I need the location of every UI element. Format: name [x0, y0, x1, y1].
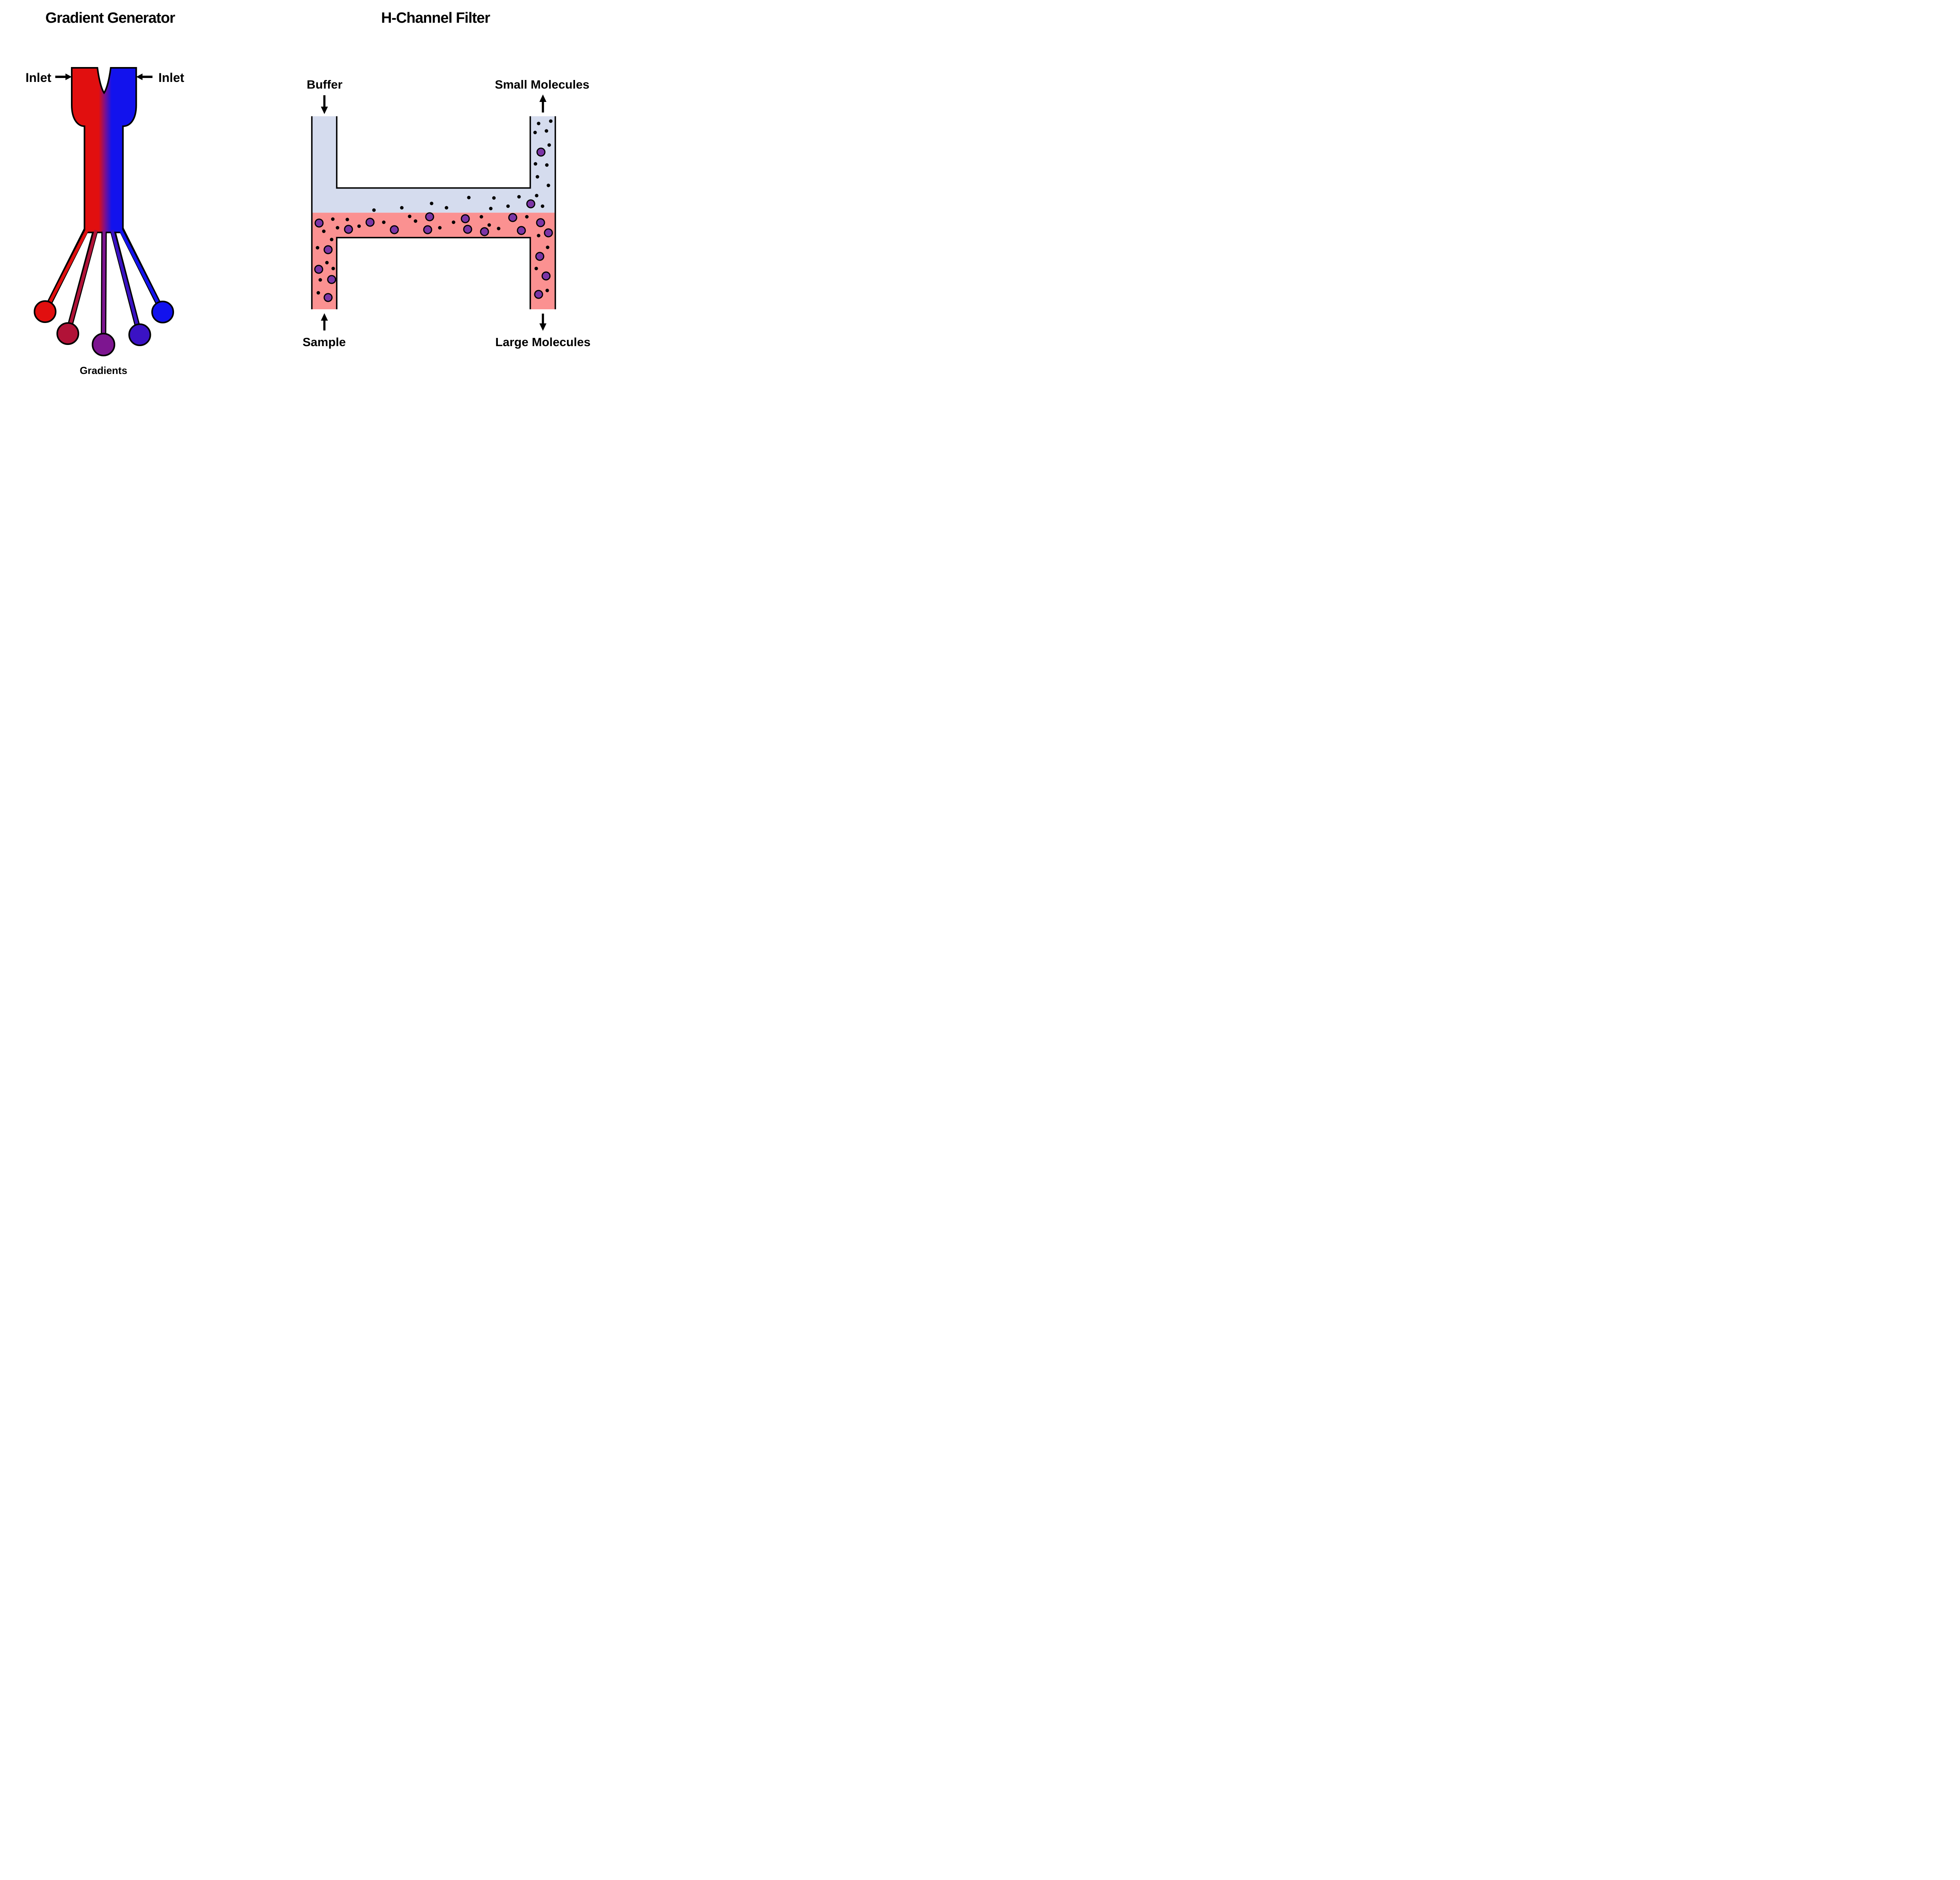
outlet-branch-fluids [44, 229, 164, 345]
right-panel-title: H-Channel Filter [381, 10, 490, 26]
small-molecules-label: Small Molecules [495, 78, 590, 91]
y-channel-body [71, 67, 137, 233]
sample-label: Sample [302, 335, 346, 349]
large-molecule-dots [314, 147, 553, 302]
gradient-generator-shape [34, 67, 174, 356]
inlet-left-label: Inlet [25, 71, 51, 85]
gradients-label: Gradients [80, 365, 127, 376]
inlet-right-label: Inlet [158, 71, 184, 85]
h-channel-walls [311, 116, 556, 309]
sample-arrow [321, 313, 328, 330]
large-molecules-label: Large Molecules [495, 335, 591, 349]
diagram-canvas [34, 67, 556, 356]
small-molecules-arrow [539, 94, 546, 113]
outlet-reservoirs [34, 300, 174, 356]
microfluidics-diagram: Gradient Generator H-Channel Filter Inle… [0, 0, 606, 388]
inlet-right-arrow [136, 73, 152, 80]
left-panel-title: Gradient Generator [45, 10, 175, 26]
buffer-arrow [321, 95, 328, 114]
h-channel-shape [311, 94, 556, 331]
inlet-left-arrow [55, 73, 72, 80]
large-molecules-arrow [539, 314, 546, 331]
buffer-label: Buffer [307, 78, 343, 91]
small-molecule-dots [316, 119, 553, 295]
